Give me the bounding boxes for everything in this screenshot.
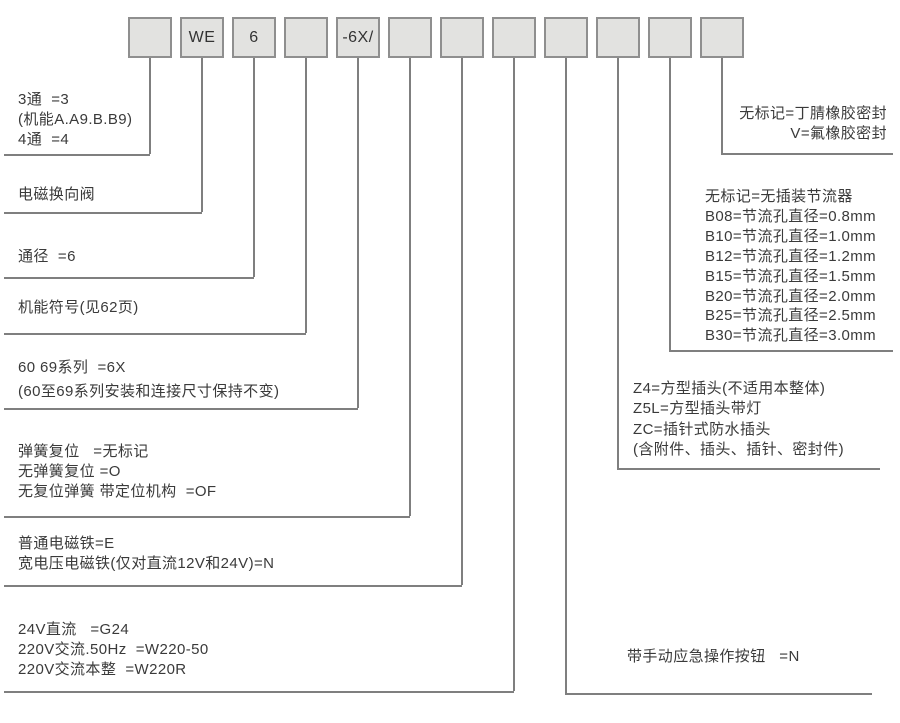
label-line: 4通 =4 bbox=[18, 131, 70, 148]
code-box-9 bbox=[544, 17, 588, 58]
label-line: B15=节流孔直径=1.5mm bbox=[705, 267, 877, 285]
connector-line-10 bbox=[617, 468, 880, 470]
connector-line-1 bbox=[4, 154, 150, 156]
connector-stem-9 bbox=[565, 58, 567, 693]
label-plug-type: Z4=方型插头(不适用本整体) Z5L=方型插头带灯 ZC=插针式防水插头 (含附件、… bbox=[633, 379, 844, 460]
label-line: 无复位弹簧 带定位机构 =OF bbox=[18, 483, 217, 500]
label-line: (60至69系列安装和连接尺寸保持不变) bbox=[18, 383, 280, 400]
connector-line-11 bbox=[669, 350, 893, 352]
connector-stem-8 bbox=[513, 58, 515, 691]
connector-stem-7 bbox=[461, 58, 463, 585]
connector-stem-3 bbox=[253, 58, 255, 277]
label-line: 220V交流本整 =W220R bbox=[18, 661, 187, 678]
connector-stem-5 bbox=[357, 58, 359, 408]
label-line: (含附件、插头、插针、密封件) bbox=[633, 440, 844, 458]
label-line: 24V直流 =G24 bbox=[18, 621, 130, 638]
connector-line-4 bbox=[4, 333, 306, 335]
code-box-2: WE bbox=[180, 17, 224, 58]
code-box-11 bbox=[648, 17, 692, 58]
label-line: B30=节流孔直径=3.0mm bbox=[705, 327, 877, 345]
label-solenoid-type: 普通电磁铁=E 宽电压电磁铁(仅对直流12V和24V)=N bbox=[18, 534, 274, 574]
label-nominal-size: 通径 =6 bbox=[18, 247, 76, 267]
code-box-5: -6X/ bbox=[336, 17, 380, 58]
connector-line-6 bbox=[4, 516, 410, 518]
label-line: B20=节流孔直径=2.0mm bbox=[705, 287, 877, 305]
label-line: 普通电磁铁=E bbox=[18, 535, 115, 552]
connector-stem-4 bbox=[305, 58, 307, 333]
label-line: B08=节流孔直径=0.8mm bbox=[705, 207, 877, 225]
connector-line-8 bbox=[4, 691, 514, 693]
label-line: B10=节流孔直径=1.0mm bbox=[705, 227, 877, 245]
label-spool-symbol: 机能符号(见62页) bbox=[18, 298, 139, 318]
code-box-1 bbox=[128, 17, 172, 58]
label-line: 无标记=丁腈橡胶密封 bbox=[739, 105, 887, 122]
label-series: 60 69系列 =6X (60至69系列安装和连接尺寸保持不变) bbox=[18, 356, 279, 404]
code-box-6 bbox=[388, 17, 432, 58]
label-voltage: 24V直流 =G24 220V交流.50Hz =W220-50 220V交流本整 =… bbox=[18, 620, 209, 680]
label-valve-type: 电磁换向阀 bbox=[18, 185, 95, 205]
label-line: 带手动应急操作按钮 =N bbox=[627, 648, 800, 665]
label-line: 无弹簧复位 =O bbox=[18, 463, 121, 480]
label-line: 通径 =6 bbox=[18, 248, 76, 265]
connector-line-7 bbox=[4, 585, 462, 587]
connector-stem-10 bbox=[617, 58, 619, 468]
label-line: 3通 =3 bbox=[18, 91, 70, 108]
label-ways: 3通 =3 (机能A.A9.B.B9) 4通 =4 bbox=[18, 90, 132, 150]
connector-line-5 bbox=[4, 408, 358, 410]
code-box-12 bbox=[700, 17, 744, 58]
connector-stem-1 bbox=[149, 58, 151, 154]
label-line: 60 69系列 =6X bbox=[18, 359, 126, 376]
label-manual-override: 带手动应急操作按钮 =N bbox=[627, 647, 800, 667]
label-line: 220V交流.50Hz =W220-50 bbox=[18, 641, 209, 658]
connector-line-12 bbox=[721, 153, 893, 155]
connector-stem-2 bbox=[201, 58, 203, 212]
label-line: Z4=方型插头(不适用本整体) bbox=[633, 380, 826, 397]
connector-line-9 bbox=[565, 693, 872, 695]
connector-stem-12 bbox=[721, 58, 723, 153]
code-box-7 bbox=[440, 17, 484, 58]
label-line: 无标记=无插装节流器 bbox=[705, 188, 853, 205]
label-line: ZC=插针式防水插头 bbox=[633, 420, 771, 438]
label-line: 电磁换向阀 bbox=[18, 186, 96, 203]
label-line: 宽电压电磁铁(仅对直流12V和24V)=N bbox=[18, 555, 275, 572]
label-spring-return: 弹簧复位 =无标记无弹簧复位 =O 无复位弹簧 带定位机构 =OF bbox=[18, 442, 217, 502]
connector-stem-11 bbox=[669, 58, 671, 350]
connector-stem-6 bbox=[409, 58, 411, 516]
connector-line-3 bbox=[4, 277, 254, 279]
label-line: V=氟橡胶密封 bbox=[790, 125, 887, 142]
label-line: Z5L=方型插头带灯 bbox=[633, 400, 762, 418]
code-box-10 bbox=[596, 17, 640, 58]
label-line: 弹簧复位 =无标记 bbox=[18, 443, 149, 460]
code-box-4 bbox=[284, 17, 328, 58]
code-box-3: 6 bbox=[232, 17, 276, 58]
label-line: B12=节流孔直径=1.2mm bbox=[705, 247, 877, 265]
label-line: 机能符号(见62页) bbox=[18, 299, 139, 316]
label-seal-material: 无标记=丁腈橡胶密封 V=氟橡胶密封 bbox=[739, 104, 887, 144]
label-line: (机能A.A9.B.B9) bbox=[18, 111, 133, 128]
code-box-8 bbox=[492, 17, 536, 58]
label-line: B25=节流孔直径=2.5mm bbox=[705, 307, 877, 325]
connector-line-2 bbox=[4, 212, 202, 214]
